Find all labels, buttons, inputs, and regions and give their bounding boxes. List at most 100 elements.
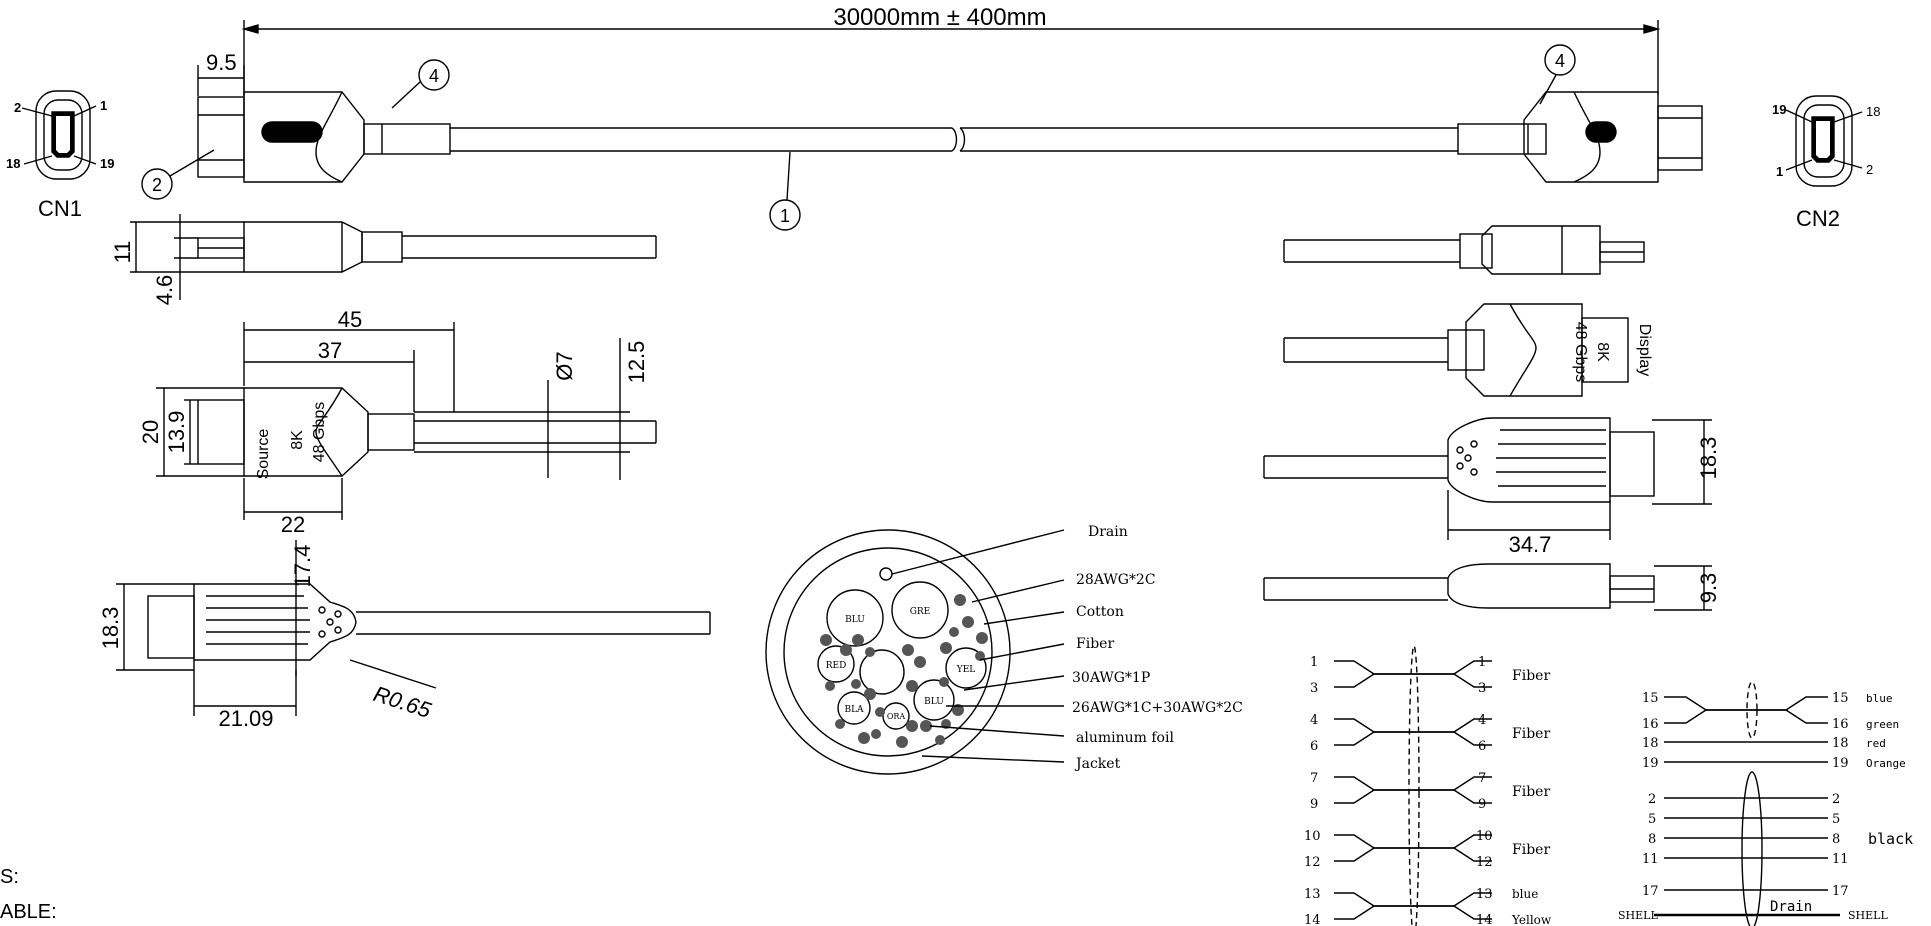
dim-34-7-label: 34.7	[1509, 532, 1552, 557]
wl-4rb: 12	[1476, 855, 1493, 870]
wiring-right-lines	[1654, 681, 1840, 926]
wl-3b: 9	[1310, 797, 1318, 812]
wr-17r: 17	[1832, 884, 1849, 899]
core-red: RED	[826, 661, 847, 671]
source-8k-label: 8K	[289, 430, 306, 450]
overall-length-dimension	[241, 20, 1661, 95]
dim-12-5-label: 12.5	[624, 341, 649, 384]
core-blu-1: BLU	[845, 615, 865, 625]
dim-4-6-label: 4.6	[152, 275, 177, 306]
wr-15: 15	[1642, 691, 1659, 706]
dim-9-5	[197, 65, 245, 96]
wl-1-note: Fiber	[1512, 668, 1550, 684]
wr-2r: 2	[1832, 792, 1840, 807]
wr-8: 8	[1648, 832, 1656, 847]
note-able: ABLE:	[0, 901, 57, 923]
callout-4-left: 4	[429, 66, 439, 86]
wiring-left-lines	[1334, 645, 1492, 926]
wr-15-note: blue	[1866, 692, 1893, 705]
source-label: Source	[255, 429, 272, 480]
wl-4b: 12	[1304, 855, 1321, 870]
wr-19-note: Orange	[1866, 757, 1906, 770]
molded-side-right	[1263, 563, 1712, 611]
wl-3a: 7	[1310, 771, 1318, 786]
wr-18r: 18	[1832, 736, 1849, 751]
cable-cross-section	[765, 529, 1065, 775]
wr-2: 2	[1648, 792, 1656, 807]
wr-drain-label: Drain	[1770, 899, 1812, 915]
dim-d7-label: Ø7	[552, 351, 577, 380]
overall-length-label: 30000mm ± 400mm	[833, 4, 1046, 31]
molded-view-left	[116, 540, 711, 716]
wl-2b: 6	[1310, 739, 1318, 754]
wl-2rb: 6	[1478, 739, 1486, 754]
dim-11-label: 11	[110, 241, 135, 264]
molded-view-right	[1263, 417, 1712, 540]
wl-1rb: 3	[1478, 681, 1486, 696]
dim-18-3-right-label: 18.3	[1696, 437, 1721, 480]
cs-label-30awg: 30AWG*1P	[1072, 670, 1150, 686]
cn2-label: CN2	[1796, 206, 1840, 231]
wl-3-note: Fiber	[1512, 784, 1550, 800]
cs-label-cotton: Cotton	[1076, 604, 1124, 620]
dim-22-label: 22	[281, 512, 305, 537]
dim-45-label: 45	[338, 307, 362, 332]
dim-37-label: 37	[318, 338, 342, 363]
wr-19r: 19	[1832, 756, 1849, 771]
wl-2ra: 4	[1478, 713, 1486, 728]
cs-label-drain: Drain	[1088, 524, 1128, 540]
core-gre: GRE	[910, 607, 931, 617]
source-plug-view	[156, 322, 657, 520]
wr-black-label: black	[1868, 830, 1913, 848]
display-8k-label: 8K	[1594, 342, 1611, 362]
dim-21-09-label: 21.09	[218, 706, 273, 731]
cn1-pin-1: 1	[100, 98, 107, 113]
wr-16-note: green	[1866, 718, 1899, 731]
wl-5-note2: Yellow	[1511, 913, 1552, 926]
dim-17-4-label: 17.4	[290, 545, 315, 588]
core-blu-2: BLU	[924, 697, 944, 707]
top-view-left-plug	[197, 91, 1458, 183]
wr-shell-left: SHELL	[1618, 909, 1658, 922]
cn2-face	[1785, 95, 1863, 187]
wr-11r: 11	[1832, 852, 1849, 867]
wr-18: 18	[1642, 736, 1659, 751]
cn1-face	[21, 90, 97, 180]
wl-4ra: 10	[1476, 829, 1493, 844]
wl-3ra: 7	[1478, 771, 1486, 786]
cs-label-jacket: Jacket	[1074, 756, 1121, 772]
core-ora: ORA	[887, 712, 906, 721]
wr-16: 16	[1642, 717, 1659, 732]
core-yel: YEL	[956, 665, 976, 675]
wl-1a: 1	[1310, 655, 1318, 670]
wl-5rb: 14	[1476, 913, 1493, 926]
dim-13-9-label: 13.9	[164, 411, 189, 454]
wl-2a: 4	[1310, 713, 1318, 728]
callouts	[141, 44, 1576, 231]
dim-20-label: 20	[138, 420, 163, 444]
wr-19: 19	[1642, 756, 1659, 771]
wl-3rb: 9	[1478, 797, 1486, 812]
radius-label: R0.65	[370, 681, 434, 723]
wl-1b: 3	[1310, 681, 1318, 696]
cn1-pin-18: 18	[6, 156, 20, 171]
wl-5a: 13	[1304, 887, 1321, 902]
display-plug-view	[1283, 303, 1629, 397]
wr-15r: 15	[1832, 691, 1849, 706]
wl-4a: 10	[1304, 829, 1321, 844]
core-bla: BLA	[844, 705, 864, 715]
cn1-pin-19: 19	[100, 156, 114, 171]
cn2-pin-1: 1	[1776, 164, 1783, 179]
wl-4-note: Fiber	[1512, 842, 1550, 858]
top-view-right-plug	[1457, 91, 1703, 183]
side-view-left	[130, 214, 657, 300]
dim-9-3-label: 9.3	[1696, 573, 1721, 604]
wr-shell-right: SHELL	[1848, 909, 1888, 922]
source-gbps-label: 48 Gbps	[311, 402, 328, 462]
wr-5: 5	[1648, 812, 1656, 827]
wl-1ra: 1	[1478, 655, 1486, 670]
cs-label-28awg: 28AWG*2C	[1076, 572, 1156, 588]
dim-18-3-left-label: 18.3	[98, 607, 123, 650]
callout-2: 2	[152, 175, 162, 195]
